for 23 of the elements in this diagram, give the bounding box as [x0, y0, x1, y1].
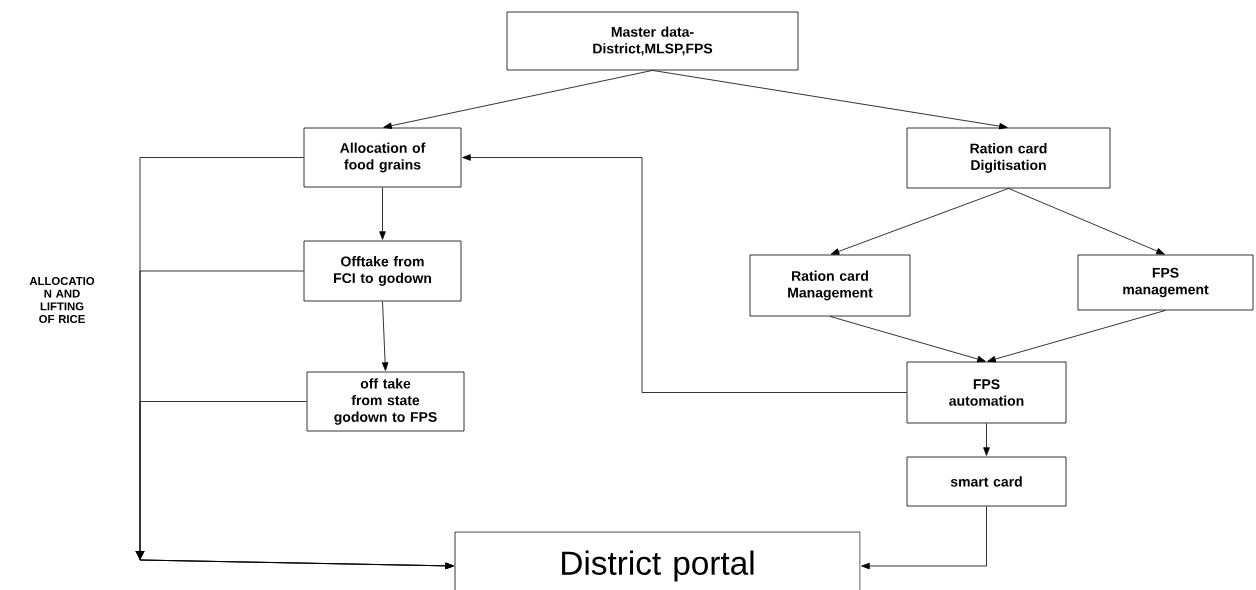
process-box: FPS management	[1077, 254, 1254, 311]
side-label: ALLOCATIO N AND LIFTING OF RICE	[29, 277, 95, 323]
process-box: Master data- District,MLSP,FPS	[506, 11, 799, 71]
process-box: Allocation of food grains	[303, 127, 462, 188]
arrow	[983, 423, 990, 456]
arrow	[987, 310, 1166, 363]
process-box: Ration card Management	[749, 254, 911, 317]
process-box: FPS automation	[906, 361, 1067, 424]
arrow	[652, 70, 1008, 130]
portal-box: District portal	[454, 531, 861, 590]
arrow	[383, 70, 653, 129]
process-box: off take from state godown to FPS	[306, 371, 465, 432]
arrow	[829, 316, 986, 363]
arrow	[1008, 188, 1165, 255]
process-box: smart card	[906, 456, 1067, 507]
process-box: Offtake from FCI to godown	[303, 240, 462, 302]
process-box: Ration card Digitisation	[906, 127, 1111, 189]
arrow	[381, 301, 389, 371]
arrow	[379, 187, 386, 240]
arrow	[830, 188, 1009, 255]
arrow	[462, 154, 907, 393]
arrow	[861, 506, 987, 570]
arrow	[135, 401, 454, 570]
